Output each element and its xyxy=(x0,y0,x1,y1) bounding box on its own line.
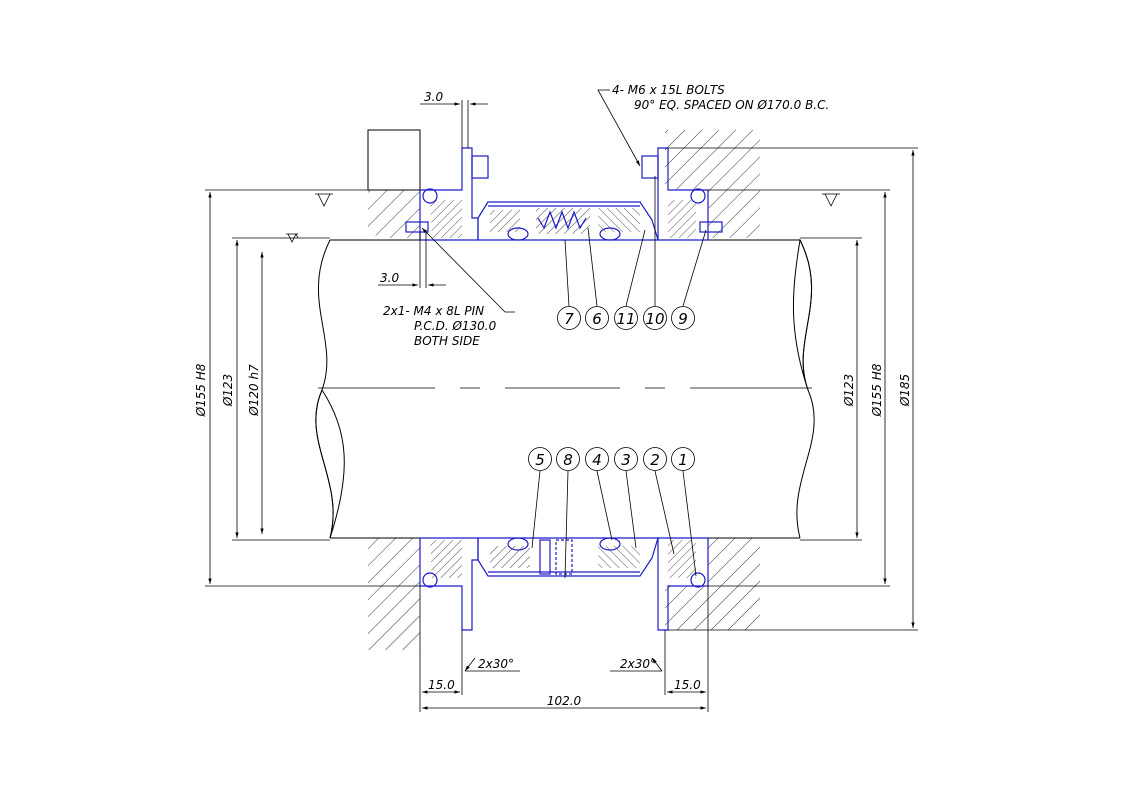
dim-gap-mid: 3.0 xyxy=(380,271,399,285)
housing-bottom-right xyxy=(665,538,760,630)
dim-chamfer-right: 2x30° xyxy=(620,657,656,671)
pin-note-line2: P.C.D. Ø130.0 xyxy=(414,319,497,333)
balloon-1: 1 xyxy=(671,447,695,471)
balloon-11-label: 11 xyxy=(616,310,635,328)
balloon-5-label: 5 xyxy=(535,451,545,469)
annotations: 4- M6 x 15L BOLTS 90° EQ. SPACED ON Ø170… xyxy=(194,83,912,708)
balloon-6-label: 6 xyxy=(592,310,602,328)
balloon-2-label: 2 xyxy=(650,451,660,469)
balloon-9-label: 9 xyxy=(678,310,688,328)
seal-assembly-bottom xyxy=(419,537,709,631)
balloon-3-label: 3 xyxy=(621,451,631,469)
seal-assembly-top xyxy=(405,147,723,241)
dim-gap-top: 3.0 xyxy=(424,90,443,104)
housing-bottom-left xyxy=(368,538,420,650)
balloons-bottom: 5 8 4 3 2 1 xyxy=(528,447,695,471)
balloon-3: 3 xyxy=(614,447,638,471)
balloon-9: 9 xyxy=(671,306,695,330)
balloon-10: 10 xyxy=(643,306,667,330)
dim-dia-120-left: Ø120 h7 xyxy=(247,364,261,417)
dim-dia-185-right: Ø185 xyxy=(898,374,912,407)
dimension-lines xyxy=(205,89,918,712)
balloon-6: 6 xyxy=(585,306,609,330)
dim-chamfer-left: 2x30° xyxy=(478,657,514,671)
dim-len-right: 15.0 xyxy=(674,678,701,692)
balloon-4-label: 4 xyxy=(592,451,602,469)
pin-note-line3: BOTH SIDE xyxy=(414,334,480,348)
dim-dia-155-right: Ø155 H8 xyxy=(870,363,884,417)
pin-note-line1: 2x1- M4 x 8L PIN xyxy=(383,304,484,318)
bolts-note-line1: 4- M6 x 15L BOLTS xyxy=(612,83,725,97)
balloon-2: 2 xyxy=(643,447,667,471)
dim-dia-123-right: Ø123 xyxy=(842,374,856,407)
balloons-top: 7 6 11 10 9 xyxy=(557,306,695,330)
dim-len-total: 102.0 xyxy=(547,694,582,708)
balloon-7: 7 xyxy=(557,306,581,330)
shaft xyxy=(315,238,815,539)
bolts-note-line2: 90° EQ. SPACED ON Ø170.0 B.C. xyxy=(634,98,829,112)
dim-len-left: 15.0 xyxy=(428,678,455,692)
dim-dia-123-left: Ø123 xyxy=(221,374,235,407)
dim-dia-155-left: Ø155 H8 xyxy=(194,363,208,417)
balloon-10-label: 10 xyxy=(645,310,664,328)
balloon-1-label: 1 xyxy=(678,451,688,469)
balloon-7-label: 7 xyxy=(564,310,574,328)
housing-top-right xyxy=(665,130,760,238)
balloon-5: 5 xyxy=(528,447,552,471)
balloon-4: 4 xyxy=(585,447,609,471)
balloon-8: 8 xyxy=(556,447,580,471)
balloon-8-label: 8 xyxy=(563,451,573,469)
balloon-11: 11 xyxy=(614,306,638,330)
